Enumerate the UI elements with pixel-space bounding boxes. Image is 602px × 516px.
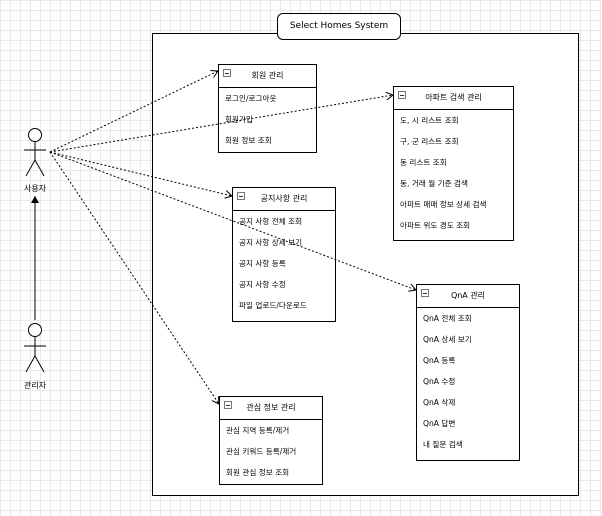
collapse-icon[interactable] (237, 192, 245, 200)
qna-item: QnA 상세 보기 (423, 335, 472, 344)
member-management-header: 회원 관리 (219, 65, 316, 88)
collapse-icon[interactable] (223, 69, 231, 77)
member-management-title: 회원 관리 (251, 71, 284, 80)
system-title: Select Homes System (277, 13, 401, 40)
collapse-icon[interactable] (224, 401, 232, 409)
notice-item: 공지 사항 전체 조회 (239, 217, 303, 226)
collapse-icon[interactable] (421, 289, 429, 297)
member-management-box[interactable]: 회원 관리 로그인/로그아웃 회원가입 회원 정보 조회 (218, 64, 317, 153)
qna-item: QnA 답변 (423, 419, 456, 428)
qna-management-header: QnA 관리 (417, 285, 519, 308)
qna-item: QnA 등록 (423, 356, 456, 365)
member-item: 회원가입 (225, 115, 253, 124)
interest-item: 관심 지역 등록/제거 (226, 426, 290, 435)
dependency-arrow (49, 151, 232, 196)
dependency-arrow (49, 151, 219, 404)
interest-management-box[interactable]: 관심 정보 관리 관심 지역 등록/제거 관심 키워드 등록/제거 회원 관심 … (219, 396, 323, 485)
dependency-arrow (49, 95, 393, 153)
apartment-item: 도, 시 리스트 조회 (400, 116, 459, 125)
qna-item: QnA 수정 (423, 377, 456, 386)
member-item: 로그인/로그아웃 (225, 94, 277, 103)
notice-item: 공지 사항 수정 (239, 280, 286, 289)
notice-management-header: 공지사항 관리 (233, 188, 335, 211)
qna-management-title: QnA 관리 (450, 291, 486, 300)
notice-management-title: 공지사항 관리 (260, 194, 308, 203)
notice-management-box[interactable]: 공지사항 관리 공지 사항 전체 조회 공지 사항 상세 보기 공지 사항 등록… (232, 187, 336, 322)
apartment-item: 아파트 매매 정보 상세 검색 (400, 200, 487, 209)
apartment-item: 동 리스트 조회 (400, 158, 447, 167)
notice-item: 파일 업로드/다운로드 (239, 301, 307, 310)
interest-item: 회원 관심 정보 조회 (226, 468, 290, 477)
dependency-arrow (49, 71, 218, 153)
apartment-search-box[interactable]: 아파트 검색 관리 도, 시 리스트 조회 구, 군 리스트 조회 동 리스트 … (393, 86, 514, 241)
admin-actor-icon[interactable] (20, 320, 50, 376)
apartment-item: 동, 거래 월 기준 검색 (400, 179, 468, 188)
apartment-item: 구, 군 리스트 조회 (400, 137, 459, 146)
qna-management-box[interactable]: QnA 관리 QnA 전체 조회 QnA 상세 보기 QnA 등록 QnA 수정… (416, 284, 520, 461)
notice-item: 공지 사항 등록 (239, 259, 286, 268)
apartment-item: 아파트 위도 경도 조회 (400, 221, 471, 230)
member-item: 회원 정보 조회 (225, 136, 272, 145)
qna-item: 내 질문 검색 (423, 440, 463, 449)
qna-item: QnA 삭제 (423, 398, 456, 407)
apartment-search-title: 아파트 검색 관리 (425, 93, 482, 102)
admin-actor-label: 관리자 (23, 381, 47, 390)
interest-management-header: 관심 정보 관리 (220, 397, 322, 420)
collapse-icon[interactable] (398, 91, 406, 99)
interest-management-title: 관심 정보 관리 (246, 403, 296, 412)
qna-item: QnA 전체 조회 (423, 314, 472, 323)
dependency-arrow (49, 151, 416, 290)
user-actor-icon[interactable] (20, 126, 50, 182)
apartment-search-header: 아파트 검색 관리 (394, 87, 513, 110)
user-actor-label: 사용자 (23, 184, 47, 193)
interest-item: 관심 키워드 등록/제거 (226, 447, 297, 456)
notice-item: 공지 사항 상세 보기 (239, 238, 303, 247)
